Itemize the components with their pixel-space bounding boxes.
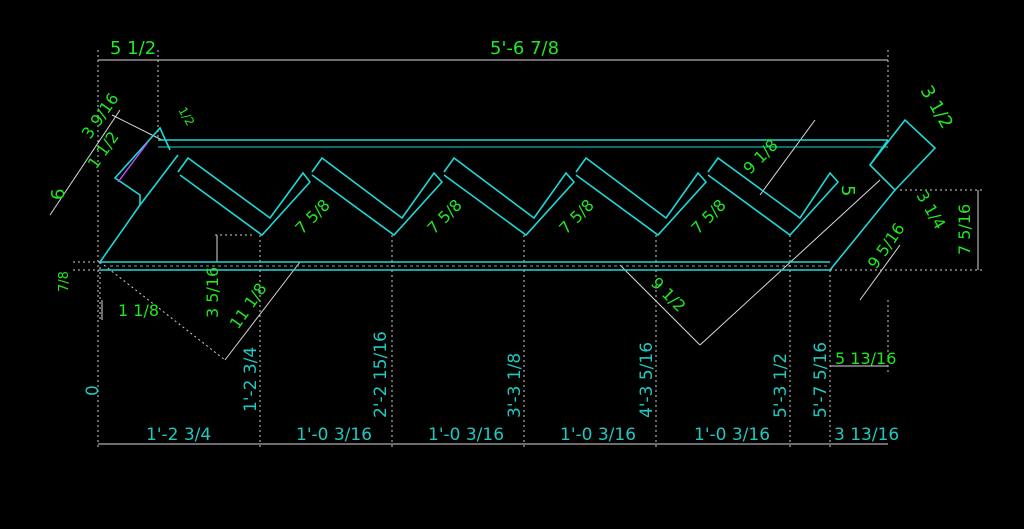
- dim-web-3: 7 5/8: [555, 195, 597, 237]
- dim-top-overall: 5'-6 7/8: [490, 38, 559, 59]
- extension-lines: [70, 50, 985, 450]
- dim-5: 5: [837, 185, 858, 196]
- dim-bottom-3: 1'-0 3/16: [428, 425, 504, 445]
- dim-web-4: 7 5/8: [687, 195, 729, 237]
- top-dimensions: 5 1/2 5'-6 7/8: [110, 38, 559, 59]
- dim-7-8: 7/8: [57, 271, 72, 292]
- ordinate-0: 0: [83, 385, 103, 396]
- dim-6: 6: [48, 189, 69, 200]
- ordinate-dimensions: 0 1'-2 3/4 2'-2 15/16 3'-3 1/8 4'-3 5/16…: [83, 331, 831, 418]
- ordinate-4: 4'-3 5/16: [637, 342, 657, 418]
- dim-9-1-2: 9 1/2: [647, 273, 689, 315]
- dim-web-1: 7 5/8: [291, 195, 333, 237]
- dim-bottom-5: 1'-0 3/16: [694, 425, 770, 445]
- left-dimensions: 3 9/16 1/2 1 1/2 6 7/8 1 1/8 3 5/16 11 1…: [48, 89, 271, 332]
- bottom-dimensions: 1'-2 3/4 1'-0 3/16 1'-0 3/16 1'-0 3/16 1…: [146, 425, 899, 445]
- dim-3-1-2: 3 1/2: [916, 82, 957, 132]
- dim-bottom-2: 1'-0 3/16: [296, 425, 372, 445]
- dim-top-left: 5 1/2: [110, 38, 156, 59]
- truss-geometry: [99, 118, 937, 271]
- dim-3-1-4: 3 1/4: [913, 188, 950, 233]
- dim-bottom-6: 3 13/16: [834, 425, 899, 445]
- dim-11-1-8: 11 1/8: [226, 279, 271, 332]
- dim-1-2-small: 1/2: [175, 105, 197, 129]
- ordinate-5: 5'-3 1/2: [771, 353, 791, 418]
- dim-3-5-16: 3 5/16: [203, 267, 222, 318]
- ordinate-3: 3'-3 1/8: [505, 353, 525, 418]
- dim-web-2: 7 5/8: [423, 195, 465, 237]
- dim-bottom-4: 1'-0 3/16: [560, 425, 636, 445]
- ordinate-6: 5'-7 5/16: [811, 342, 831, 418]
- dim-bottom-1: 1'-2 3/4: [146, 425, 211, 445]
- dim-5-13-16: 5 13/16: [835, 349, 896, 368]
- dim-1-1-8: 1 1/8: [118, 301, 159, 320]
- ordinate-2: 2'-2 15/16: [371, 331, 391, 418]
- dim-7-5-16: 7 5/16: [955, 204, 974, 255]
- ordinate-1: 1'-2 3/4: [241, 347, 261, 412]
- dim-9-1-8: 9 1/8: [739, 135, 781, 177]
